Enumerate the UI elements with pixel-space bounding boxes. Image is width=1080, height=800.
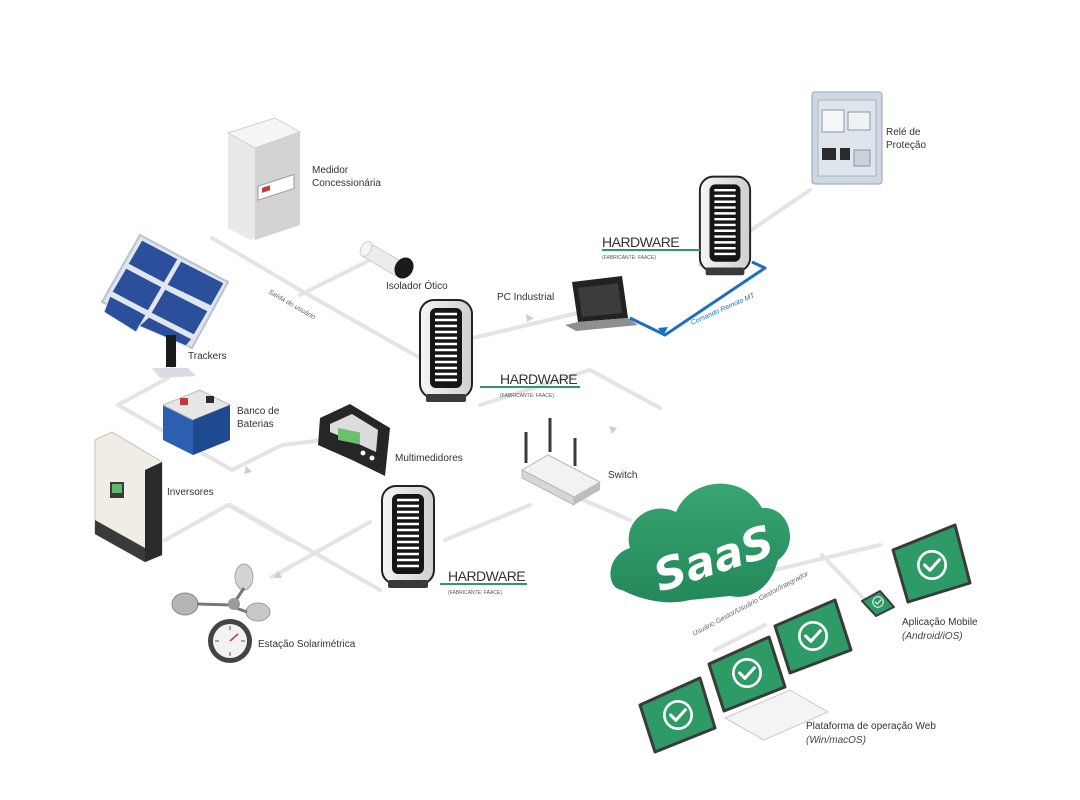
- monitor: [638, 676, 717, 754]
- mobile-device-tablet: [891, 523, 972, 604]
- web-subtitle: (Win/macOS): [806, 735, 866, 746]
- mobile-subtitle: (Android/iOS): [902, 631, 963, 642]
- hardware-subtitle: (FABRICANTE: FAACE): [500, 393, 554, 399]
- protection-relay-device: [811, 91, 883, 185]
- web-title: Plataforma de operação Web: [806, 721, 936, 732]
- trackers-label: Trackers: [188, 351, 227, 362]
- meter-label-line2: Concessionária: [312, 178, 381, 189]
- battery-device: [161, 389, 232, 455]
- battery-label-line2: Baterias: [237, 419, 274, 430]
- optical-isolator-device: [359, 241, 414, 279]
- weather-station-label: Estação Solarimétrica: [258, 639, 356, 650]
- hardware-subtitle: (FABRICANTE: FAACE): [602, 255, 656, 261]
- monitor: [773, 598, 853, 675]
- mobile-device-phone: [861, 590, 895, 617]
- hardware-title: HARDWARE: [602, 234, 679, 250]
- solar-panel-tracker: [100, 233, 230, 378]
- hardware-unit-bottom: HARDWARE (FABRICANTE: FAACE): [380, 484, 527, 596]
- monitor: [707, 635, 787, 713]
- inverter-device: [94, 431, 163, 563]
- meter-label-line1: Medidor: [312, 165, 349, 176]
- hardware-unit-top: HARDWARE (FABRICANTE: FAACE): [602, 175, 752, 277]
- multimeter-device: [318, 404, 390, 476]
- inverter-label: Inversores: [167, 487, 214, 498]
- web-monitors: [638, 598, 853, 754]
- saas-cloud: SaaS: [610, 483, 790, 602]
- mobile-title: Aplicação Mobile: [902, 617, 978, 628]
- switch-label: Switch: [608, 470, 637, 481]
- keyboard: [723, 689, 830, 741]
- hardware-title: HARDWARE: [448, 568, 525, 584]
- switch-device: [520, 418, 602, 506]
- pc-label: PC Industrial: [497, 292, 554, 303]
- hardware-title: HARDWARE: [500, 371, 577, 387]
- relay-label-line1: Relé de: [886, 127, 921, 138]
- hardware-unit-middle: HARDWARE (FABRICANTE: FAACE): [418, 298, 580, 404]
- hardware-subtitle: (FABRICANTE: FAACE): [448, 590, 502, 596]
- multimeter-label: Multimedidores: [395, 453, 463, 464]
- remote-command-line: [629, 260, 767, 337]
- relay-label-line2: Proteção: [886, 140, 926, 151]
- weather-station-device: [171, 563, 271, 663]
- isolator-label: Isolador Ótico: [386, 279, 448, 292]
- laptop-device: [565, 276, 638, 331]
- meter-device: [226, 117, 302, 240]
- battery-label-line1: Banco de: [237, 406, 280, 417]
- remote-command-arrow: [658, 327, 668, 336]
